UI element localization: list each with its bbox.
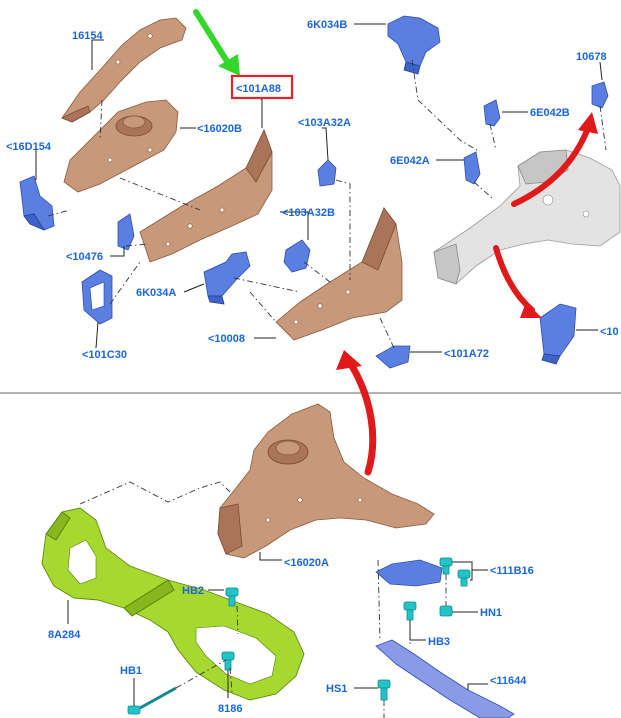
label-HB2[interactable]: HB2	[182, 585, 204, 597]
label-101A88[interactable]: <101A88	[236, 83, 281, 95]
part-10678-clip[interactable]	[591, 81, 609, 109]
part-10008-lower-rail[interactable]	[275, 207, 403, 341]
label-101C30[interactable]: <101C30	[82, 349, 127, 361]
label-HS1[interactable]: HS1	[326, 683, 347, 695]
highlight-box-101A88	[230, 74, 294, 100]
red-arrow-to-10-bracket	[493, 245, 542, 318]
label-16154[interactable]: 16154	[72, 30, 103, 42]
assembly-center-lines	[47, 59, 607, 718]
part-6K034A-mount[interactable]	[203, 251, 251, 305]
part-16020B-strut-tower[interactable]	[63, 99, 179, 193]
label-16D154[interactable]: <16D154	[6, 141, 52, 153]
part-11644-bar[interactable]	[375, 639, 515, 718]
part-16020A-apron-assembly[interactable]	[217, 403, 435, 559]
label-8A284[interactable]: 8A284	[48, 629, 81, 641]
part-6E042A-bracket[interactable]	[463, 151, 481, 185]
label-HB3[interactable]: HB3	[428, 636, 450, 648]
label-103A32B[interactable]: <103A32B	[282, 207, 335, 219]
label-103A32A[interactable]: <103A32A	[298, 117, 351, 129]
part-16154-upper-rail[interactable]	[61, 17, 187, 123]
part-101A72-bracket[interactable]	[375, 345, 411, 369]
label-10-cutoff[interactable]: <10	[600, 326, 619, 338]
part-10-bracket[interactable]	[539, 303, 577, 365]
part-6E042B-bracket[interactable]	[483, 99, 501, 127]
part-111B16-bracket[interactable]	[375, 559, 443, 587]
part-6K034B-bracket[interactable]	[387, 15, 441, 75]
fastener-HB3-bolt[interactable]	[403, 601, 417, 621]
part-8A284-radiator-support[interactable]	[41, 507, 305, 701]
part-101C30-bracket[interactable]	[81, 269, 113, 325]
fastener-HB1-bolt[interactable]	[127, 686, 177, 715]
part-16D154-bracket[interactable]	[19, 175, 55, 231]
label-111B16[interactable]: <111B16	[490, 565, 534, 577]
fastener-HN1-nut[interactable]	[439, 605, 453, 617]
label-10008[interactable]: <10008	[208, 333, 245, 345]
fastener-HS1-bolt[interactable]	[377, 679, 391, 701]
part-103A32B-bracket[interactable]	[283, 239, 311, 273]
label-11644[interactable]: <11644	[490, 675, 527, 687]
label-6E042A[interactable]: 6E042A	[390, 155, 430, 167]
label-16020A[interactable]: <16020A	[284, 557, 329, 569]
label-10678[interactable]: 10678	[576, 51, 607, 63]
label-10476[interactable]: <10476	[66, 251, 103, 263]
label-HN1[interactable]: HN1	[480, 607, 502, 619]
fastener-8186-bolt[interactable]	[221, 651, 235, 671]
label-101A72[interactable]: <101A72	[444, 348, 489, 360]
part-101A88-wheelhouse-rail[interactable]	[139, 128, 273, 263]
label-16020B[interactable]: <16020B	[197, 123, 242, 135]
fastener-111B16-bolt-b[interactable]	[457, 569, 471, 587]
label-6E042B[interactable]: 6E042B	[530, 107, 570, 119]
label-HB1[interactable]: HB1	[120, 665, 142, 677]
leader-lines	[35, 23, 603, 706]
part-10476-bracket[interactable]	[117, 213, 135, 251]
fastener-HB2-bolt[interactable]	[225, 587, 239, 607]
label-8186[interactable]: 8186	[218, 703, 242, 715]
assembled-front-structure[interactable]	[433, 149, 621, 285]
red-arrow-up-to-10008	[336, 350, 377, 476]
label-6K034B[interactable]: 6K034B	[307, 19, 347, 31]
green-callout-arrow	[193, 9, 240, 76]
part-103A32A-bracket[interactable]	[317, 159, 337, 187]
red-arrow-to-10678	[511, 112, 598, 207]
label-6K034A[interactable]: 6K034A	[136, 287, 176, 299]
